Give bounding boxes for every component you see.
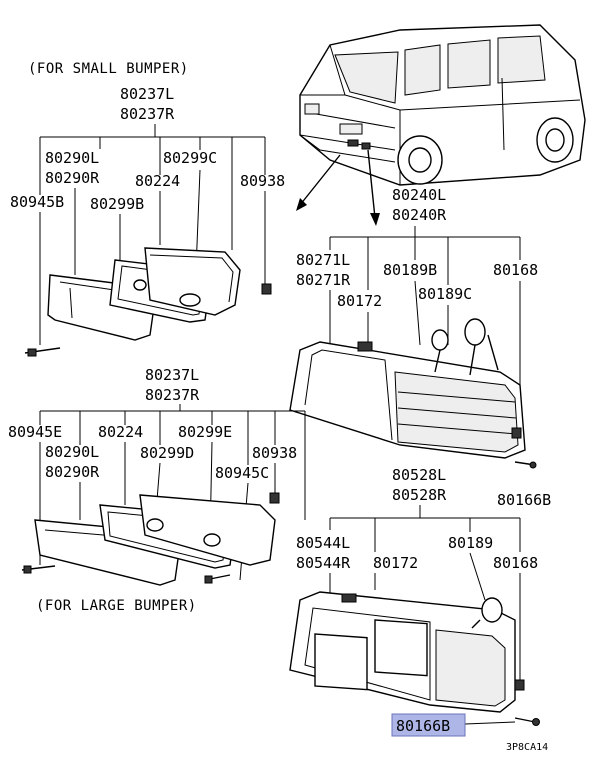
large-bumper-caption: (FOR LARGE BUMPER) [36,598,197,614]
part-label-80299c: 80299C [163,149,217,167]
part-label-80938: 80938 [240,172,285,190]
highlight-box [391,713,466,737]
part-label-80166b-upper: 80166B [497,491,551,509]
part-label-80271l: 80271L [296,251,350,269]
part-label-80237r: 80237R [120,105,175,123]
part-label-80237l: 80237L [120,85,174,103]
van-illustration [296,24,586,226]
part-label-80544r: 80544R [296,554,351,572]
part-label-80290r-lower: 80290R [45,463,100,481]
group-small-bumper-lamp: 80237L 80237R 80290L 80290R 80945B 80299… [10,85,285,357]
part-label-80945e: 80945E [8,423,62,441]
group-combination-lamp: 80240L 80240R 80271L 80271R 80172 80189B… [289,186,551,509]
part-label-80271r: 80271R [296,271,351,289]
part-label-80189: 80189 [448,534,493,552]
part-label-80172-lower: 80172 [373,554,418,572]
group-large-bumper-lamp: 80237L 80237R 80945E 80290L 80290R 80224… [8,366,306,586]
part-label-80290r: 80290R [45,169,100,187]
part-label-80299e: 80299E [178,423,232,441]
part-label-80299d: 80299D [140,444,194,462]
group-front-lamp-assembly: 80528L 80528R 80544L 80544R 80172 80189 … [289,466,540,737]
part-label-80172: 80172 [337,292,382,310]
part-label-80945c: 80945C [215,464,269,482]
part-label-80945b: 80945B [10,193,64,211]
part-label-80166b-highlighted[interactable]: 80166B [396,717,450,735]
part-label-80240l: 80240L [392,186,446,204]
part-label-80168: 80168 [493,261,538,279]
part-label-80290l-lower: 80290L [45,443,99,461]
part-label-80544l: 80544L [296,534,350,552]
part-label-80237r-lower: 80237R [145,386,200,404]
part-label-80189c: 80189C [418,285,472,303]
diagram-code: 3P8CA14 [506,742,548,753]
part-label-80290l: 80290L [45,149,99,167]
part-label-80528l: 80528L [392,466,446,484]
part-label-80938-lower: 80938 [252,444,297,462]
part-label-80168-lower: 80168 [493,554,538,572]
part-label-80224-lower: 80224 [98,423,143,441]
part-label-80299b: 80299B [90,195,144,213]
part-label-80189b: 80189B [383,261,437,279]
part-label-80224: 80224 [135,172,180,190]
small-bumper-caption: (FOR SMALL BUMPER) [28,61,189,77]
part-label-80237l-lower: 80237L [145,366,199,384]
part-label-80240r: 80240R [392,206,447,224]
part-label-80528r: 80528R [392,486,447,504]
